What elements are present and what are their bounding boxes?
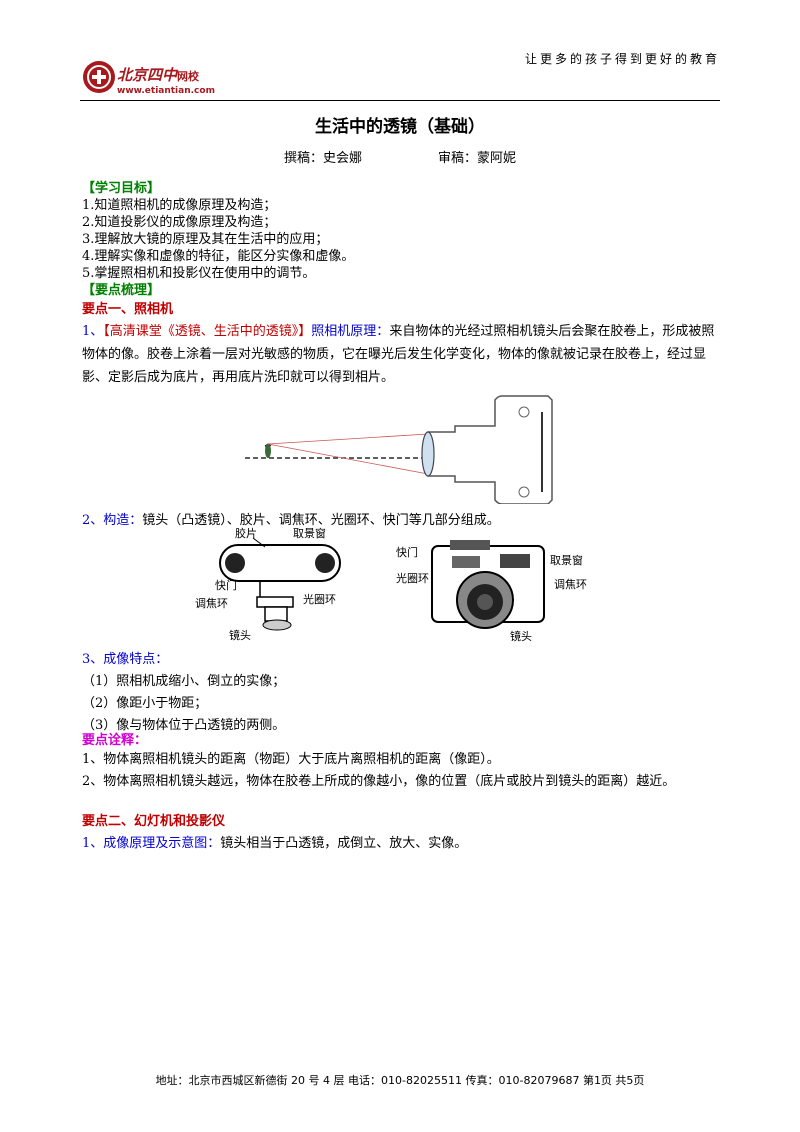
notes-heading: 要点诠释：	[82, 733, 148, 748]
objective-item: 4.理解实像和虚像的特征，能区分实像和虚像。	[82, 249, 355, 264]
page-footer: 地址：北京市西城区新德街 20 号 4 层 电话：010-82025511 传真…	[155, 1074, 645, 1087]
header-divider	[80, 100, 720, 101]
item2-label: 2、构造：	[82, 513, 143, 528]
point1-notes: 要点诠释： 1、物体离照相机镜头的距离（物距）大于底片离照相机的距离（像距）。 …	[82, 733, 675, 793]
lens-glass	[477, 594, 493, 610]
fig-label-aperture: 光圈环	[303, 592, 336, 606]
camera-structure-diagram-right: 快门 取景窗 光圈环 调焦环 镜头	[396, 540, 587, 643]
logo-text: 北京四中网校 www.etiantian.com	[117, 64, 215, 96]
item1-num: 1、	[82, 324, 104, 339]
logo-suffix: 网校	[177, 70, 200, 83]
fig-label-film: 胶片	[235, 526, 257, 540]
note-item: 2、物体离照相机镜头越远，物体在胶卷上所成的像越小，像的位置（底片或胶片到镜头的…	[82, 774, 676, 789]
logo-name: 北京四中	[117, 66, 178, 84]
point1-item3: 3、成像特点： （1）照相机成缩小、倒立的实像； （2）像距小于物距； （3）像…	[82, 649, 285, 737]
summary-heading: 【要点梳理】	[82, 283, 161, 298]
note-item: 1、物体离照相机镜头的距离（物距）大于底片离照相机的距离（像距）。	[82, 752, 500, 767]
item1-label: 照相机原理：	[311, 324, 390, 339]
fig-label-viewfinder: 取景窗	[293, 526, 326, 540]
reviewer: 审稿：蒙阿妮	[438, 151, 517, 166]
objectives: 【学习目标】 1.知道照相机的成像原理及构造； 2.知道投影仪的成像原理及构造；…	[82, 180, 354, 318]
camera-structure-diagram-left: 胶片 取景窗 快门 调焦环 光圈环 镜头	[195, 526, 341, 642]
fig-label-shutter: 快门	[215, 578, 237, 592]
point1-item1: 1、【高清课堂《透镜、生活中的透镜》】照相机原理：来自物体的光经过照相机镜头后会…	[82, 320, 722, 389]
label-leader	[252, 537, 266, 548]
point2: 要点二、幻灯机和投影仪 1、成像原理及示意图：镜头相当于凸透镜，成倒立、放大、实…	[82, 811, 467, 855]
writer: 撰稿：史会娜	[283, 151, 362, 166]
camera-body	[427, 395, 553, 504]
fig-label-aperture: 光圈环	[396, 571, 429, 585]
point1-item2: 2、构造：镜头（凸透镜）、胶片、调焦环、光圈环、快门等几部分组成。	[82, 512, 500, 530]
viewfinder-window	[500, 554, 530, 568]
fig-label-viewfinder: 取景窗	[550, 553, 583, 567]
aperture-ring-icon	[256, 596, 294, 608]
film-spool	[315, 553, 335, 573]
film-spool	[225, 553, 245, 573]
light-ray	[267, 443, 429, 475]
feature-item: （2）像距小于物距；	[82, 696, 208, 711]
item3-label: 3、成像特点：	[82, 652, 169, 667]
point1-heading: 要点一、照相机	[82, 302, 174, 317]
feature-item: （3）像与物体位于凸透镜的两侧。	[82, 718, 286, 733]
point2-item1-label: 1、成像原理及示意图：	[82, 836, 221, 851]
object-figure	[265, 444, 271, 458]
logo-url: www.etiantian.com	[117, 86, 215, 96]
lens-icon	[262, 619, 292, 631]
objective-item: 5.掌握照相机和投影仪在使用中的调节。	[82, 266, 316, 281]
objective-item: 2.知道投影仪的成像原理及构造；	[82, 215, 277, 230]
fig-label-shutter: 快门	[396, 545, 418, 559]
film-casing	[219, 544, 341, 582]
item1-text: 来自物体的光经过照相机镜头后会聚在胶卷上，形成被照物体的像。胶卷上涂着一层对光敏…	[82, 324, 715, 385]
objective-item: 3.理解放大镜的原理及其在生活中的应用；	[82, 232, 329, 247]
fig-label-focus: 调焦环	[554, 578, 587, 591]
camera-top	[450, 540, 490, 550]
focus-ring-icon	[264, 606, 288, 622]
light-ray	[267, 433, 429, 445]
feature-item: （1）照相机成缩小、倒立的实像；	[82, 674, 286, 689]
objective-item: 1.知道照相机的成像原理及构造；	[82, 198, 277, 213]
rangefinder-window	[452, 556, 480, 568]
fig-label-lens: 镜头	[229, 628, 251, 642]
camera-knob	[518, 486, 530, 498]
school-logo-icon	[83, 61, 115, 93]
camera-principle-diagram	[245, 395, 553, 504]
point2-item1-text: 镜头相当于凸透镜，成倒立、放大、实像。	[220, 836, 468, 851]
item2-text: 镜头（凸透镜）、胶片、调焦环、光圈环、快门等几部分组成。	[142, 513, 500, 528]
page-title: 生活中的透镜（基础）	[315, 117, 485, 137]
fig-label-lens: 镜头	[510, 629, 532, 643]
video-link[interactable]: 【高清课堂《透镜、生活中的透镜》】	[103, 324, 312, 339]
authors: 撰稿：史会娜 审稿：蒙阿妮	[0, 147, 800, 166]
fig-label-focus: 调焦环	[195, 597, 228, 610]
lens-icon	[421, 431, 435, 477]
header-slogan: 让更多的孩子得到更好的教育	[524, 52, 720, 66]
point2-heading: 要点二、幻灯机和投影仪	[82, 814, 226, 829]
camera-knob	[518, 406, 530, 418]
objectives-heading: 【学习目标】	[82, 181, 161, 196]
